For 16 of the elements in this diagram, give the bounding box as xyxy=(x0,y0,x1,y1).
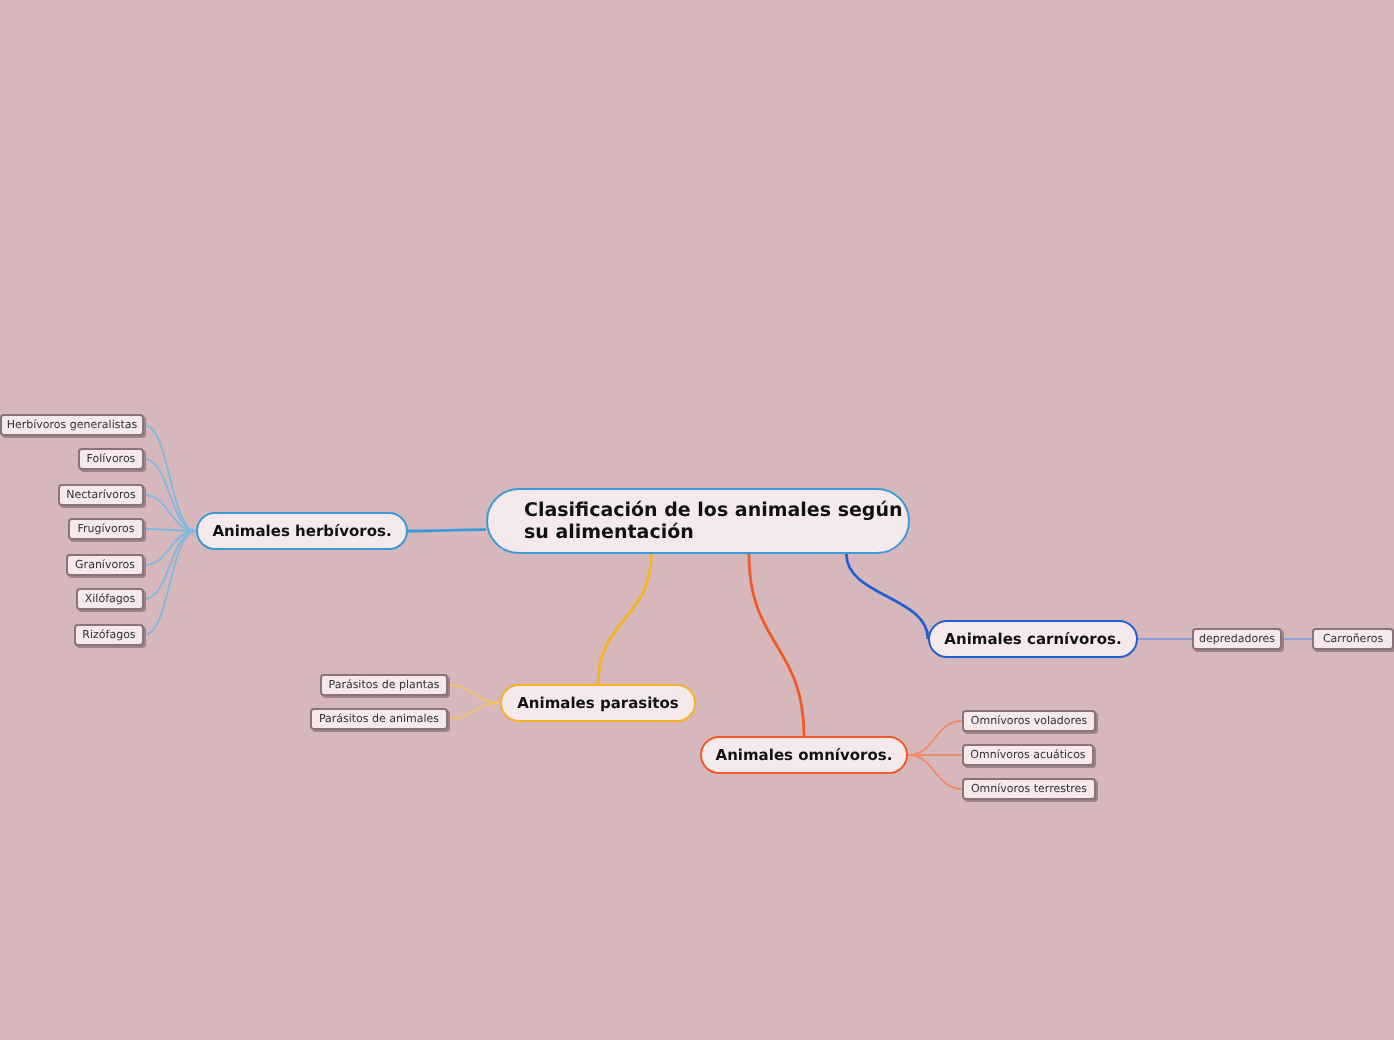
connector xyxy=(447,702,501,720)
connector xyxy=(747,553,806,737)
connector xyxy=(1137,638,1193,640)
connector xyxy=(143,458,197,532)
connector xyxy=(447,684,501,704)
connector xyxy=(907,754,963,790)
connector xyxy=(1281,638,1313,640)
connector xyxy=(143,530,197,600)
connector xyxy=(143,530,197,636)
connector xyxy=(907,754,963,756)
connector xyxy=(907,720,963,756)
connector xyxy=(408,528,486,533)
connector xyxy=(596,553,653,685)
connector xyxy=(143,424,197,532)
connector xyxy=(845,553,930,640)
central-topic: Clasificación de los animales según su alimentación xyxy=(486,488,910,554)
